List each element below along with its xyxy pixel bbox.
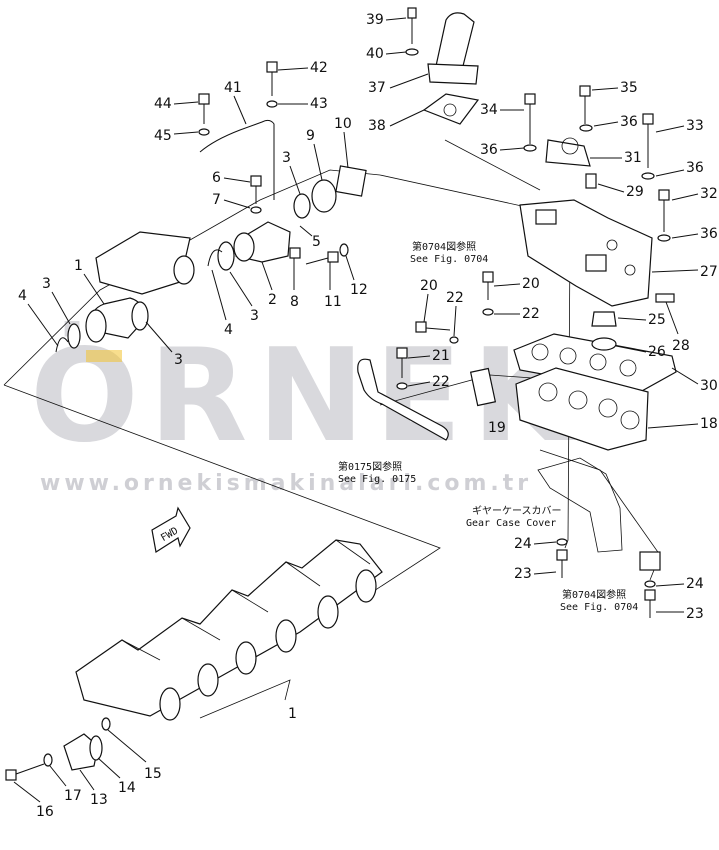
callout-44: 44 — [154, 96, 172, 112]
callout-34: 34 — [480, 102, 498, 118]
part-callouts: 39 40 37 38 35 34 36 33 36 31 36 29 32 3… — [13, 12, 718, 820]
callout-27: 27 — [700, 264, 718, 280]
connector-group — [55, 61, 367, 353]
callout-36-a: 36 — [620, 114, 638, 130]
callout-14: 14 — [118, 780, 136, 796]
callout-40: 40 — [366, 46, 384, 62]
callout-22-b: 22 — [522, 306, 540, 322]
callout-23-a: 23 — [514, 566, 532, 582]
callout-42: 42 — [310, 60, 328, 76]
callout-45: 45 — [154, 128, 172, 144]
callout-4-a: 4 — [224, 322, 233, 338]
water-outlet-group — [405, 7, 675, 307]
callout-28: 28 — [672, 338, 690, 354]
callout-21: 21 — [432, 348, 450, 364]
callout-32: 32 — [700, 186, 718, 202]
callout-22-c: 22 — [432, 374, 450, 390]
callout-36-b: 36 — [480, 142, 498, 158]
ref-fig0704-top-en: See Fig. 0704 — [410, 254, 488, 265]
callout-20-a: 20 — [420, 278, 438, 294]
callout-20-b: 20 — [522, 276, 540, 292]
callout-4-b: 4 — [18, 288, 27, 304]
ref-fig0175-en: See Fig. 0175 — [338, 474, 416, 485]
callout-1-a: 1 — [74, 258, 83, 274]
reference-notes: 第0704図参照 See Fig. 0704 第0175図参照 See Fig.… — [159, 240, 638, 613]
callout-38: 38 — [368, 118, 386, 134]
callout-33: 33 — [686, 118, 704, 134]
callout-24-b: 24 — [686, 576, 704, 592]
callout-41: 41 — [224, 80, 242, 96]
cylinder-head-row — [5, 506, 383, 781]
callout-39: 39 — [366, 12, 384, 28]
watermark-brand: ÖRNEK — [30, 321, 581, 471]
callout-24-a: 24 — [514, 536, 532, 552]
callout-6: 6 — [212, 170, 221, 186]
callout-8: 8 — [290, 294, 299, 310]
callout-10: 10 — [334, 116, 352, 132]
callout-11: 11 — [324, 294, 342, 310]
callout-37: 37 — [368, 80, 386, 96]
ref-gear-case-jp: ギヤーケースカバー — [472, 505, 562, 517]
manifold-group — [357, 271, 677, 618]
callout-3-d: 3 — [174, 352, 183, 368]
ref-gear-case-en: Gear Case Cover — [466, 518, 556, 529]
callout-36-d: 36 — [700, 226, 718, 242]
callout-18: 18 — [700, 416, 718, 432]
callout-17: 17 — [64, 788, 82, 804]
callout-23-b: 23 — [686, 606, 704, 622]
callout-25: 25 — [648, 312, 666, 328]
watermark: ÖRNEK www.ornekismakinalari.com.tr — [30, 321, 581, 496]
callout-16: 16 — [36, 804, 54, 820]
callout-13: 13 — [90, 792, 108, 808]
callout-2: 2 — [268, 292, 277, 308]
callout-26: 26 — [648, 344, 666, 360]
callout-30: 30 — [700, 378, 718, 394]
callout-22-a: 22 — [446, 290, 464, 306]
part-19-inline: 19 — [488, 420, 506, 436]
callout-35: 35 — [620, 80, 638, 96]
callout-7: 7 — [212, 192, 221, 208]
watermark-website: www.ornekismakinalari.com.tr — [40, 471, 532, 496]
callout-5: 5 — [312, 234, 321, 250]
callout-3-a: 3 — [282, 150, 291, 166]
ref-fig0175-jp: 第0175図参照 — [338, 460, 402, 473]
callout-9: 9 — [306, 128, 315, 144]
callout-15: 15 — [144, 766, 162, 782]
callout-43: 43 — [310, 96, 328, 112]
ref-fig0704-bot-en: See Fig. 0704 — [560, 602, 638, 613]
callout-31: 31 — [624, 150, 642, 166]
callout-29: 29 — [626, 184, 644, 200]
callout-3-c: 3 — [42, 276, 51, 292]
callout-12: 12 — [350, 282, 368, 298]
callout-3-b: 3 — [250, 308, 259, 324]
callout-36-c: 36 — [686, 160, 704, 176]
ref-fig0704-top-jp: 第0704図参照 — [412, 240, 476, 253]
ref-fig0704-bot-jp: 第0704図参照 — [562, 588, 626, 601]
watermark-accent-mark — [86, 350, 122, 362]
callout-1-b: 1 — [288, 706, 297, 722]
